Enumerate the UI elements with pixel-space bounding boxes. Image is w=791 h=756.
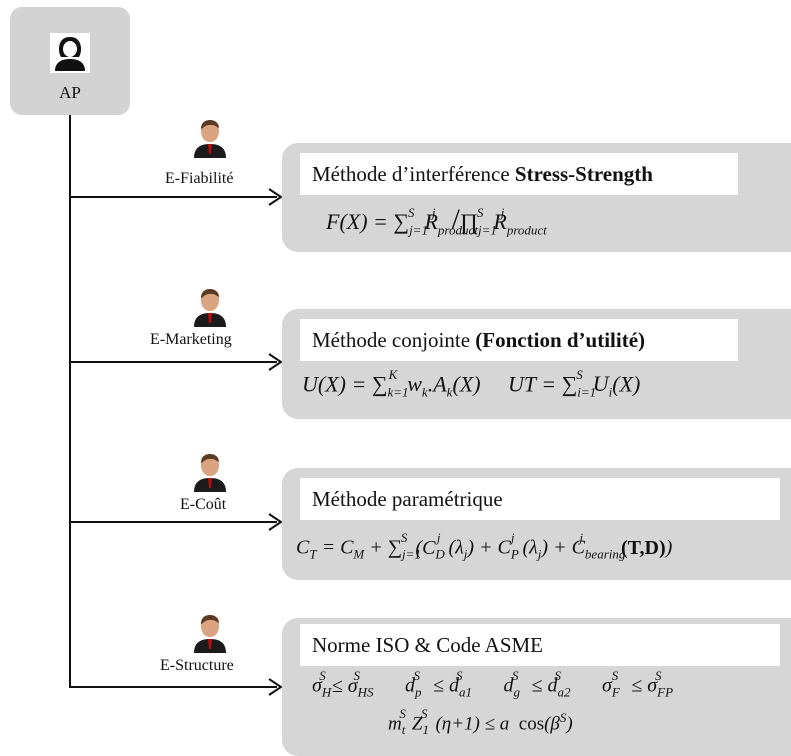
title-bold-text: (Fonction d’utilité) <box>475 328 646 352</box>
panel-title-structure: Norme ISO & Code ASME <box>300 624 780 666</box>
expert-label-marketing: E-Marketing <box>150 331 232 348</box>
businessman-icon <box>194 615 226 653</box>
title-bold-text: Stress-Strength <box>514 162 653 186</box>
formula-cout: CT = CM + ∑j=1S(CDj(λj) + CPj(λj) + Cbea… <box>296 530 673 562</box>
branch-line-structure <box>69 686 277 688</box>
panel-title-marketing: Méthode conjointe (Fonction d’utilité) <box>300 319 738 361</box>
branch-line-marketing <box>69 361 277 363</box>
ap-label: AP <box>59 83 81 102</box>
hierarchy-trunk-line <box>69 115 71 688</box>
title-text: Méthode conjointe <box>312 328 476 352</box>
title-text: Méthode paramétrique <box>312 487 503 511</box>
ap-node: AP <box>10 7 130 115</box>
expert-label-cout: E-Coût <box>180 496 227 513</box>
title-text: Méthode d’interférence <box>312 162 515 186</box>
branch-line-fiabilite <box>69 196 277 198</box>
businessman-icon <box>194 120 226 158</box>
title-text: Norme ISO & Code ASME <box>312 633 543 657</box>
panel-marketing: Méthode conjointe (Fonction d’utilité) U… <box>282 309 791 419</box>
expert-label-structure: E-Structure <box>160 657 234 674</box>
branch-line-cout <box>69 521 277 523</box>
expert-label-fiabilite: E-Fiabilité <box>165 170 234 187</box>
arrow-head-icon <box>268 353 283 371</box>
arrow-head-icon <box>268 513 283 531</box>
panel-cout: Méthode paramétrique CT = CM + ∑j=1S(CDj… <box>282 468 791 580</box>
businessman-icon <box>194 289 226 327</box>
woman-user-icon <box>50 33 90 73</box>
panel-title-fiabilite: Méthode d’interférence Stress-Strength <box>300 153 738 195</box>
formula-structure-line1: σHS≤ σHSS dpS ≤ da1S dgS ≤ da2S σFS ≤ σF… <box>312 668 674 700</box>
panel-fiabilite: Méthode d’interférence Stress-Strength F… <box>282 143 791 252</box>
arrow-head-icon <box>268 188 283 206</box>
panel-structure: Norme ISO & Code ASME σHS≤ σHSS dpS ≤ da… <box>282 618 791 756</box>
arrow-head-icon <box>268 678 283 696</box>
panel-title-cout: Méthode paramétrique <box>300 478 780 520</box>
businessman-icon <box>194 454 226 492</box>
